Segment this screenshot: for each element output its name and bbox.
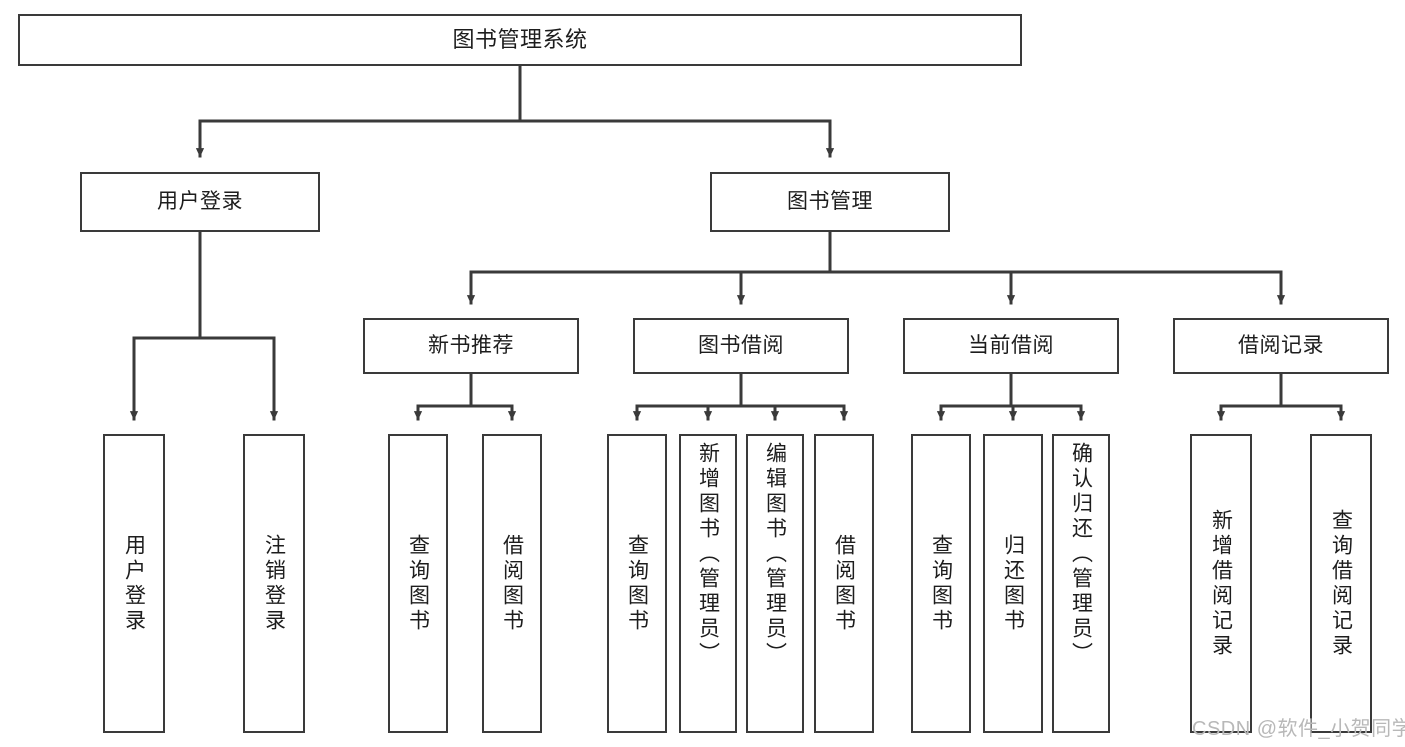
node-leaf-query-borrow-record[interactable]: 查询借阅记录 — [1310, 434, 1372, 733]
node-leaf-add-book-admin[interactable]: 新增图书（管理员） — [679, 434, 737, 733]
node-leaf-confirm-return-admin[interactable]: 确认归还（管理员） — [1052, 434, 1110, 733]
node-label: 查询图书 — [406, 533, 430, 634]
node-label: 用户登录 — [122, 533, 146, 634]
node-leaf-query-book-current[interactable]: 查询图书 — [911, 434, 971, 733]
node-leaf-borrow-book-borrow[interactable]: 借阅图书 — [814, 434, 874, 733]
node-label: 当前借阅 — [968, 333, 1054, 357]
node-root-book-management-system[interactable]: 图书管理系统 — [18, 14, 1022, 66]
node-current-borrow[interactable]: 当前借阅 — [903, 318, 1119, 374]
node-label: 图书管理系统 — [452, 27, 588, 53]
node-label: 确认归还（管理员） — [1069, 442, 1093, 667]
node-label: 新增图书（管理员） — [696, 442, 720, 667]
csdn-watermark: CSDN @软件_小贺同学 — [1192, 718, 1405, 740]
node-label: 查询图书 — [929, 533, 953, 634]
node-leaf-user-logout[interactable]: 注销登录 — [243, 434, 305, 733]
node-label: 注销登录 — [262, 533, 286, 634]
node-leaf-add-borrow-record[interactable]: 新增借阅记录 — [1190, 434, 1252, 733]
node-leaf-borrow-book-recommend[interactable]: 借阅图书 — [482, 434, 542, 733]
node-label: 借阅图书 — [500, 533, 524, 634]
node-leaf-query-book-recommend[interactable]: 查询图书 — [388, 434, 448, 733]
node-book-borrow[interactable]: 图书借阅 — [633, 318, 849, 374]
node-label: 借阅图书 — [832, 533, 856, 634]
node-borrow-record[interactable]: 借阅记录 — [1173, 318, 1389, 374]
node-label: 图书借阅 — [698, 333, 784, 357]
node-label: 用户登录 — [157, 189, 243, 213]
node-leaf-query-book-borrow[interactable]: 查询图书 — [607, 434, 667, 733]
node-label: 借阅记录 — [1238, 333, 1324, 357]
node-user-login[interactable]: 用户登录 — [80, 172, 320, 232]
node-leaf-return-book[interactable]: 归还图书 — [983, 434, 1043, 733]
node-label: 图书管理 — [787, 189, 873, 213]
node-leaf-edit-book-admin[interactable]: 编辑图书（管理员） — [746, 434, 804, 733]
node-label: 归还图书 — [1001, 533, 1025, 634]
node-label: 查询借阅记录 — [1329, 508, 1353, 659]
node-label: 查询图书 — [625, 533, 649, 634]
node-new-book-recommend[interactable]: 新书推荐 — [363, 318, 579, 374]
node-label: 新增借阅记录 — [1209, 508, 1233, 659]
node-leaf-user-login[interactable]: 用户登录 — [103, 434, 165, 733]
node-label: 新书推荐 — [428, 333, 514, 357]
node-book-management[interactable]: 图书管理 — [710, 172, 950, 232]
node-label: 编辑图书（管理员） — [763, 442, 787, 667]
